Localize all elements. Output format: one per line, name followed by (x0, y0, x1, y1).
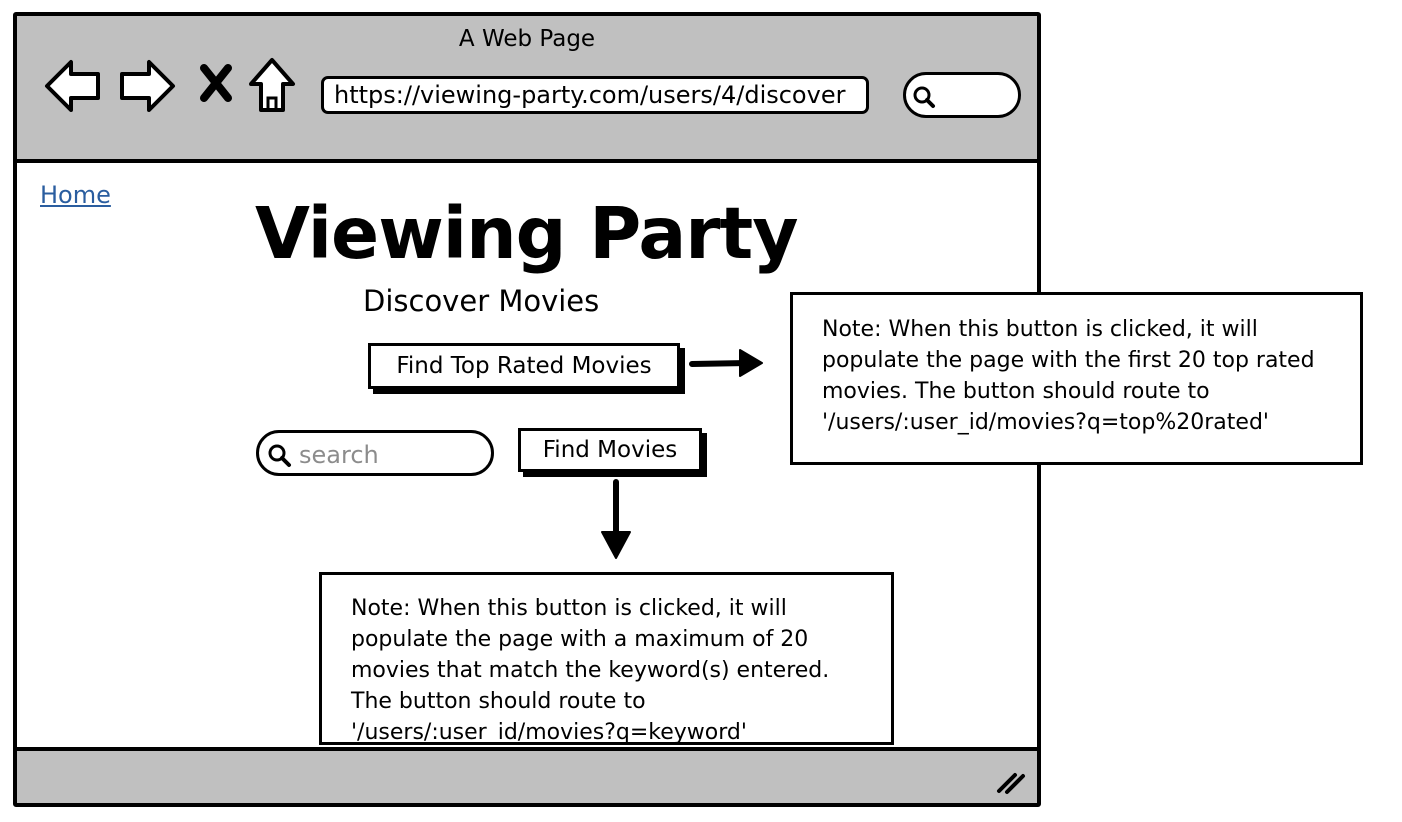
home-link[interactable]: Home (40, 181, 111, 209)
resize-grip-icon[interactable] (995, 769, 1027, 795)
page-title: Viewing Party (255, 192, 798, 275)
url-bar[interactable]: https://viewing-party.com/users/4/discov… (321, 76, 869, 114)
movie-search-field[interactable] (256, 430, 494, 476)
window-title: A Web Page (458, 26, 596, 52)
find-top-rated-button[interactable]: Find Top Rated Movies (368, 343, 680, 389)
back-arrow-icon[interactable] (43, 58, 103, 114)
browser-statusbar (17, 747, 1037, 803)
right-arrow-icon (689, 349, 763, 377)
find-movies-note: Note: When this button is clicked, it wi… (319, 572, 894, 745)
home-icon[interactable] (247, 56, 297, 114)
search-input[interactable] (297, 439, 481, 471)
browser-search-box[interactable] (903, 72, 1021, 118)
page-subtitle: Discover Movies (363, 284, 600, 318)
down-arrow-icon (601, 479, 631, 559)
find-movies-button[interactable]: Find Movies (518, 428, 702, 472)
search-icon (913, 86, 935, 108)
forward-arrow-icon[interactable] (117, 58, 177, 114)
browser-titlebar: A Web Page https://viewing-party.com/use… (17, 16, 1037, 163)
close-x-icon[interactable] (199, 64, 233, 102)
top-rated-note: Note: When this button is clicked, it wi… (790, 292, 1363, 465)
search-icon (268, 444, 291, 467)
